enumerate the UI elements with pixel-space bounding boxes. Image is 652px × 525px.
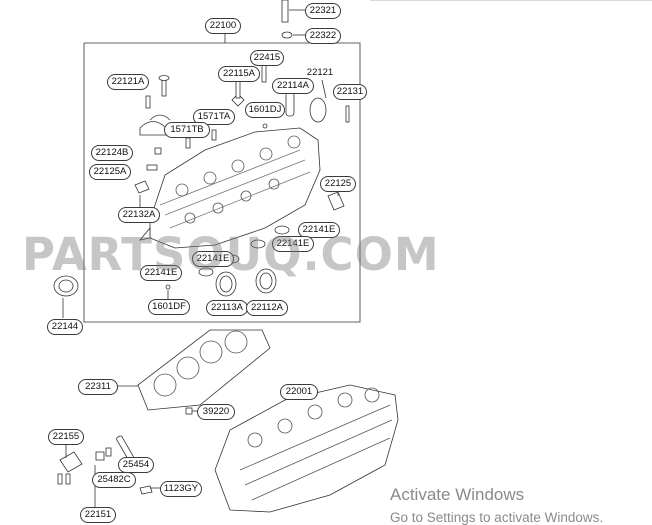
callout-22141E[interactable]: 22141E xyxy=(298,222,340,238)
callout-25482C[interactable]: 25482C xyxy=(92,472,136,488)
plug-39220 xyxy=(185,407,193,415)
pin-22131 xyxy=(345,105,350,123)
callout-1601DF[interactable]: 1601DF xyxy=(148,299,190,315)
seal-22141E xyxy=(250,239,266,249)
callout-1571TA[interactable]: 1571TA xyxy=(193,109,235,125)
activate-windows-title: Activate Windows xyxy=(390,485,525,504)
dowel-1601DJ xyxy=(262,123,268,129)
seal-22141E xyxy=(198,267,214,277)
bolt-small xyxy=(145,95,151,109)
callout-22113A[interactable]: 22113A xyxy=(206,300,248,316)
seal-22141E xyxy=(274,225,290,235)
bolt-22125 xyxy=(327,191,345,211)
callout-22112A[interactable]: 22112A xyxy=(246,300,288,316)
bolt-22321 xyxy=(281,0,289,23)
callout-22121A[interactable]: 22121A xyxy=(107,74,149,90)
callout-22114A[interactable]: 22114A xyxy=(272,78,314,94)
callout-22132A[interactable]: 22132A xyxy=(118,207,160,223)
bolt-1123GY xyxy=(139,485,153,495)
cylinder-head-22100 xyxy=(149,127,321,249)
clip-25482C xyxy=(95,451,105,461)
plug-22124B xyxy=(154,147,162,155)
seal-22113A xyxy=(215,271,237,297)
seal-22112A xyxy=(255,268,277,294)
clip-small xyxy=(105,447,112,457)
pipe-22114A xyxy=(285,91,295,117)
washer-22322 xyxy=(281,31,293,39)
callout-22121[interactable]: 22121 xyxy=(306,67,334,78)
cap-22121 xyxy=(309,97,327,123)
callout-22141E[interactable]: 22141E xyxy=(192,251,234,267)
callout-22001[interactable]: 22001 xyxy=(280,384,318,400)
stud-1571TB xyxy=(211,129,217,141)
bracket-22155 xyxy=(59,451,83,473)
callout-22155[interactable]: 22155 xyxy=(48,429,84,445)
oil-seal-22144 xyxy=(53,275,79,297)
watermark-logo: PARTSOUQ.COM xyxy=(22,228,440,281)
callout-22125[interactable]: 22125 xyxy=(320,176,356,192)
callout-1601DJ[interactable]: 1601DJ xyxy=(245,102,285,118)
activate-windows-subtitle: Go to Settings to activate Windows. xyxy=(390,510,604,525)
callout-22415[interactable]: 22415 xyxy=(250,50,284,66)
fitting-22132A xyxy=(134,180,150,194)
stud-1571TA xyxy=(185,137,191,149)
callout-22141E[interactable]: 22141E xyxy=(272,236,314,252)
callout-22311[interactable]: 22311 xyxy=(78,379,118,395)
head-gasket-22311 xyxy=(137,329,271,411)
top-divider xyxy=(370,0,652,1)
callout-22100[interactable]: 22100 xyxy=(205,18,241,34)
callout-22144[interactable]: 22144 xyxy=(47,319,83,335)
callout-22125A[interactable]: 22125A xyxy=(89,164,131,180)
callout-22124B[interactable]: 22124B xyxy=(91,145,133,161)
callout-1123GY[interactable]: 1123GY xyxy=(160,481,202,497)
callout-22131[interactable]: 22131 xyxy=(333,84,367,100)
callout-22141E[interactable]: 22141E xyxy=(140,265,182,281)
callout-22321[interactable]: 22321 xyxy=(305,3,341,19)
callout-22115A[interactable]: 22115A xyxy=(218,66,260,82)
pin-22125A xyxy=(146,164,158,171)
callout-22151[interactable]: 22151 xyxy=(80,507,116,523)
callout-1571TB[interactable]: 1571TB xyxy=(164,122,210,138)
dowel-1601DF xyxy=(165,284,171,290)
callout-25454[interactable]: 25454 xyxy=(118,457,154,473)
cylinder-head-assy-22001 xyxy=(214,384,399,513)
group-frame xyxy=(83,42,361,323)
callout-39220[interactable]: 39220 xyxy=(197,404,235,420)
bearing-cap xyxy=(139,121,167,136)
callout-22322[interactable]: 22322 xyxy=(305,28,341,44)
